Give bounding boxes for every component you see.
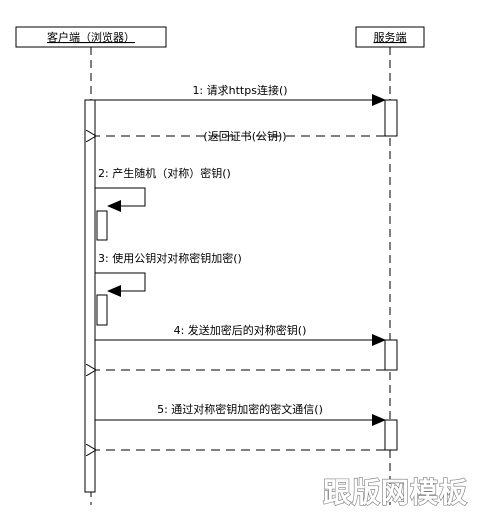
client-activation-self-2 xyxy=(96,210,108,241)
server-activation-4 xyxy=(384,339,398,371)
server-participant: 服务端 xyxy=(355,26,425,48)
self-message-3-arrow xyxy=(95,272,146,297)
message-1: 1: 请求https连接() xyxy=(95,84,386,106)
server-activation-1 xyxy=(384,99,398,137)
self-message-3: 3: 使用公钥对对称密钥加密() xyxy=(95,251,242,297)
message-5: 5: 通过对称密钥加密的密文通信() xyxy=(95,402,386,426)
message-4: 4: 发送加密后的对称密钥() xyxy=(95,323,386,346)
client-label: 客户端（浏览器） xyxy=(47,30,135,44)
server-activation-5 xyxy=(384,419,398,451)
return-1: (返回证书(公钥)) xyxy=(96,129,385,143)
self-message-3-label: 3: 使用公钥对对称密钥加密() xyxy=(98,251,242,265)
server-label: 服务端 xyxy=(374,31,407,44)
client-participant: 客户端（浏览器） xyxy=(15,26,167,48)
watermark: 跟版网模板 xyxy=(323,476,468,509)
return-1-label: (返回证书(公钥)) xyxy=(203,129,286,143)
message-4-label: 4: 发送加密后的对称密钥() xyxy=(174,323,307,337)
message-1-label: 1: 请求https连接() xyxy=(192,84,287,97)
message-5-label: 5: 通过对称密钥加密的密文通信() xyxy=(157,402,323,416)
self-message-2-arrow xyxy=(95,187,146,212)
self-message-2-label: 2: 产生随机（对称）密钥() xyxy=(98,166,231,180)
self-message-2: 2: 产生随机（对称）密钥() xyxy=(95,166,231,212)
client-activation-self-3 xyxy=(96,294,108,326)
client-activation-bar xyxy=(84,99,96,493)
